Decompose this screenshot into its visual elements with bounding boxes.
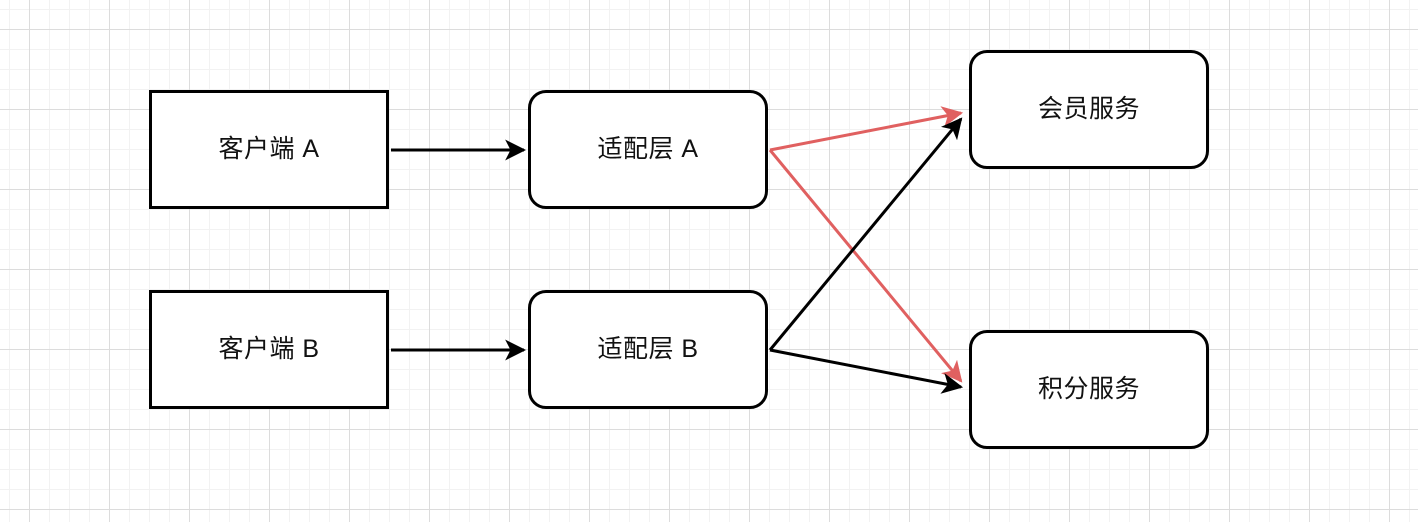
node-member-service[interactable]: 会员服务 bbox=[969, 50, 1209, 169]
edge-adapter-a-to-member-service bbox=[769, 106, 964, 152]
node-client-b-label: 客户端 B bbox=[218, 335, 320, 363]
node-client-a-label: 客户端 A bbox=[218, 135, 320, 163]
edge-adapter-b-to-member-service bbox=[768, 117, 963, 351]
edge-adapter-a-to-points-service bbox=[768, 149, 963, 383]
node-adapter-b-label: 适配层 B bbox=[597, 335, 699, 363]
node-client-a[interactable]: 客户端 A bbox=[149, 90, 389, 209]
node-adapter-a[interactable]: 适配层 A bbox=[528, 90, 768, 209]
node-points-service[interactable]: 积分服务 bbox=[969, 330, 1209, 449]
node-points-service-label: 积分服务 bbox=[1037, 375, 1140, 403]
node-adapter-b[interactable]: 适配层 B bbox=[528, 290, 768, 409]
node-adapter-a-label: 适配层 A bbox=[597, 135, 699, 163]
node-client-b[interactable]: 客户端 B bbox=[149, 290, 389, 409]
edge-adapter-b-to-points-service bbox=[769, 348, 964, 394]
node-member-service-label: 会员服务 bbox=[1037, 95, 1140, 123]
